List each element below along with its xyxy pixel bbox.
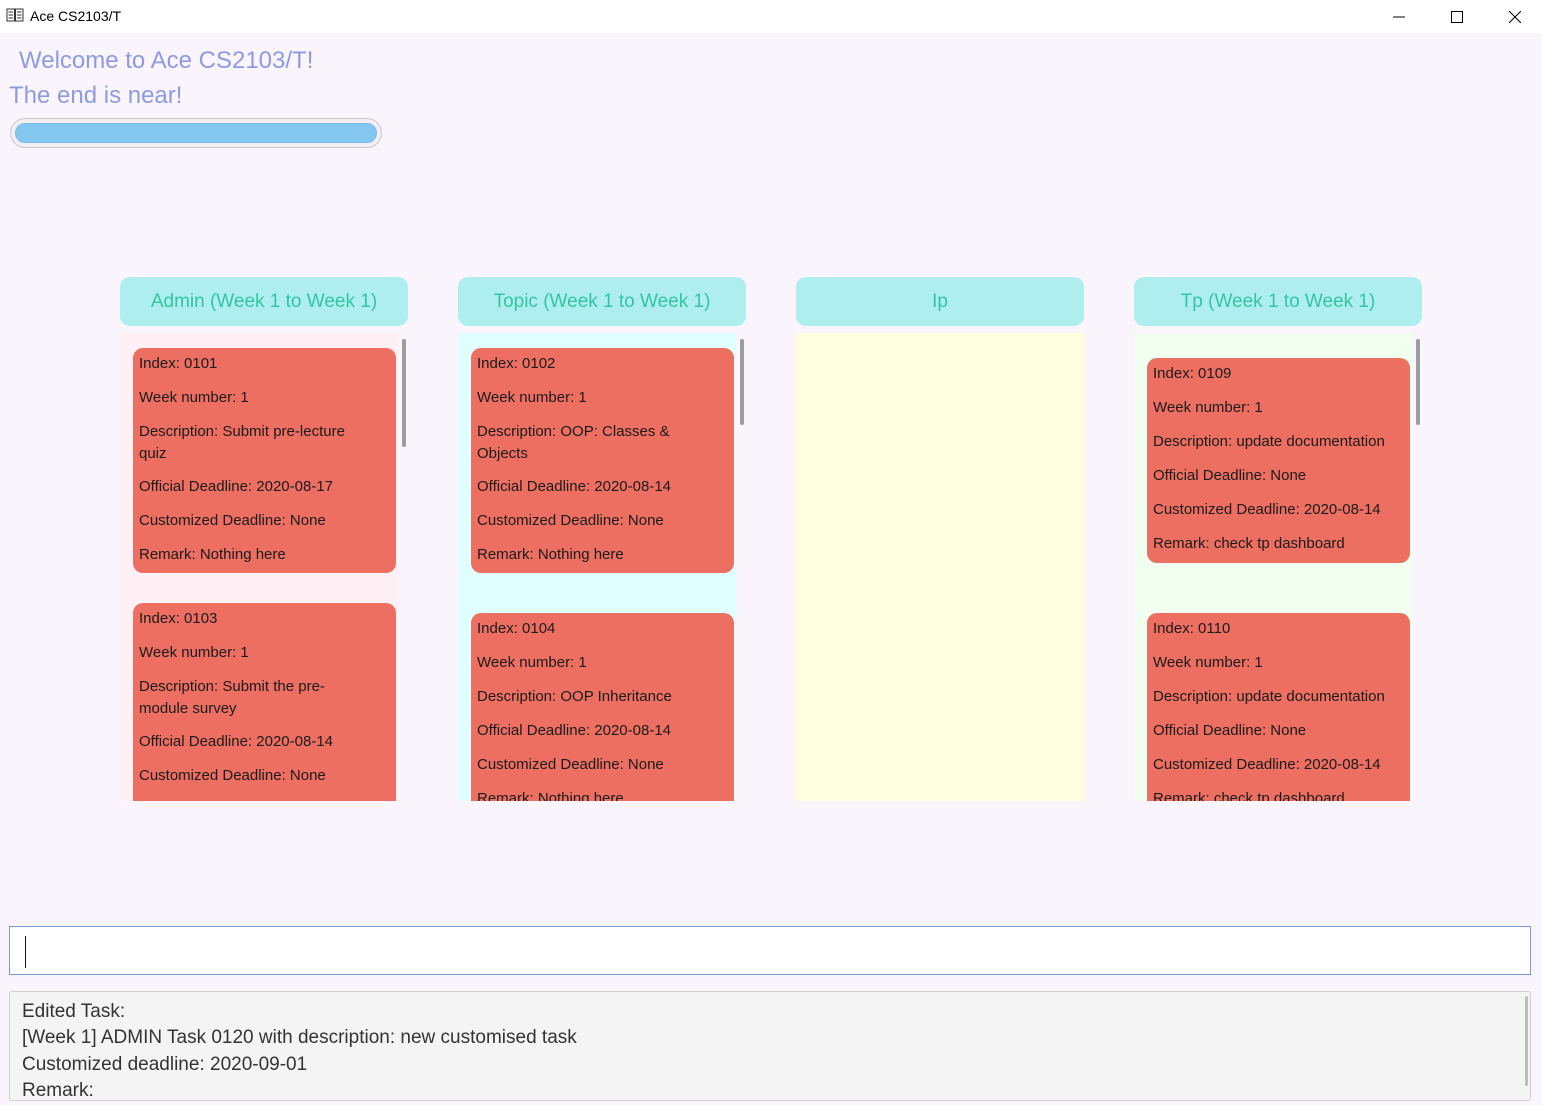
command-box[interactable] bbox=[9, 926, 1531, 975]
task-remark: Remark: Nothing here bbox=[477, 546, 624, 563]
result-line: Edited Task: bbox=[22, 1001, 126, 1022]
result-line: Customized deadline: 2020-09-01 bbox=[22, 1054, 308, 1075]
result-display[interactable]: Edited Task: [Week 1] ADMIN Task 0120 wi… bbox=[9, 991, 1531, 1101]
task-list-tp[interactable]: Index: 0109 Week number: 1 Description: … bbox=[1134, 333, 1412, 801]
maximize-icon bbox=[1451, 10, 1463, 23]
task-customized-deadline: Customized Deadline: None bbox=[477, 512, 664, 529]
task-customized-deadline: Customized Deadline: None bbox=[139, 512, 326, 529]
task-index: Index: 0104 bbox=[477, 620, 556, 637]
minimize-button[interactable] bbox=[1370, 0, 1428, 33]
task-index: Index: 0102 bbox=[477, 355, 556, 372]
result-line: [Week 1] ADMIN Task 0120 with descriptio… bbox=[22, 1027, 577, 1048]
task-description: Description: OOP Inheritance bbox=[477, 688, 672, 705]
task-customized-deadline: Customized Deadline: 2020-08-14 bbox=[1153, 501, 1381, 518]
column-header-ip: Ip bbox=[796, 277, 1084, 326]
task-week: Week number: 1 bbox=[139, 644, 249, 661]
task-customized-deadline: Customized Deadline: None bbox=[477, 756, 664, 773]
task-official-deadline: Official Deadline: 2020-08-14 bbox=[477, 722, 672, 739]
task-card[interactable]: Index: 0110 Week number: 1 Description: … bbox=[1147, 613, 1410, 801]
task-description: Description: Submit the pre-module surve… bbox=[139, 678, 325, 717]
task-official-deadline: Official Deadline: None bbox=[1153, 722, 1307, 739]
task-index: Index: 0109 bbox=[1153, 365, 1232, 382]
task-index: Index: 0101 bbox=[139, 355, 218, 372]
scrollbar-topic[interactable] bbox=[740, 339, 744, 425]
task-card[interactable]: Index: 0101 Week number: 1 Description: … bbox=[133, 348, 396, 573]
task-official-deadline: Official Deadline: 2020-08-17 bbox=[139, 478, 334, 495]
task-list-admin[interactable]: Index: 0101 Week number: 1 Description: … bbox=[120, 333, 398, 801]
task-week: Week number: 1 bbox=[1153, 399, 1263, 416]
column-header-admin: Admin (Week 1 to Week 1) bbox=[120, 277, 408, 326]
window-title: Ace CS2103/T bbox=[30, 8, 122, 24]
result-scrollbar[interactable] bbox=[1525, 996, 1528, 1086]
command-input[interactable] bbox=[10, 927, 1530, 974]
task-list-topic[interactable]: Index: 0102 Week number: 1 Description: … bbox=[458, 333, 736, 801]
task-remark: Remark: Nothing here bbox=[139, 546, 286, 563]
close-button[interactable] bbox=[1486, 0, 1542, 33]
column-header-topic: Topic (Week 1 to Week 1) bbox=[458, 277, 746, 326]
task-index: Index: 0103 bbox=[139, 610, 218, 627]
task-index: Index: 0110 bbox=[1153, 620, 1231, 637]
task-week: Week number: 1 bbox=[1153, 654, 1263, 671]
task-description: Description: Submit pre-lecture quiz bbox=[139, 423, 345, 462]
title-bar: Ace CS2103/T bbox=[0, 0, 1542, 33]
task-week: Week number: 1 bbox=[139, 389, 249, 406]
task-remark: Remark: check tp dashboard bbox=[1153, 790, 1345, 801]
progress-bar bbox=[10, 118, 382, 148]
task-card[interactable]: Index: 0102 Week number: 1 Description: … bbox=[471, 348, 734, 573]
task-customized-deadline: Customized Deadline: None bbox=[139, 767, 326, 784]
close-icon bbox=[1509, 10, 1521, 23]
scrollbar-tp[interactable] bbox=[1416, 339, 1420, 425]
welcome-message: Welcome to Ace CS2103/T! bbox=[19, 47, 314, 74]
task-remark: Remark: Nothing here bbox=[477, 790, 624, 801]
task-official-deadline: Official Deadline: 2020-08-14 bbox=[477, 478, 672, 495]
task-official-deadline: Official Deadline: 2020-08-14 bbox=[139, 733, 334, 750]
minimize-icon bbox=[1393, 16, 1405, 17]
book-icon bbox=[6, 8, 24, 22]
tagline: The end is near! bbox=[9, 82, 183, 109]
task-week: Week number: 1 bbox=[477, 654, 587, 671]
task-week: Week number: 1 bbox=[477, 389, 587, 406]
task-description: Description: OOP: Classes & Objects bbox=[477, 423, 670, 462]
maximize-button[interactable] bbox=[1428, 0, 1486, 33]
progress-fill bbox=[15, 123, 377, 143]
task-list-ip[interactable] bbox=[796, 333, 1084, 801]
task-official-deadline: Official Deadline: None bbox=[1153, 467, 1307, 484]
result-line: Remark: bbox=[22, 1080, 94, 1101]
scrollbar-admin[interactable] bbox=[402, 339, 406, 447]
task-card[interactable]: Index: 0103 Week number: 1 Description: … bbox=[133, 603, 396, 801]
task-card[interactable]: Index: 0109 Week number: 1 Description: … bbox=[1147, 358, 1410, 563]
task-description: Description: update documentation bbox=[1153, 433, 1385, 450]
task-customized-deadline: Customized Deadline: 2020-08-14 bbox=[1153, 756, 1381, 773]
task-remark: Remark: check tp dashboard bbox=[1153, 535, 1345, 552]
text-caret bbox=[25, 936, 26, 968]
task-card[interactable]: Index: 0104 Week number: 1 Description: … bbox=[471, 613, 734, 801]
column-header-tp: Tp (Week 1 to Week 1) bbox=[1134, 277, 1422, 326]
task-description: Description: update documentation bbox=[1153, 688, 1385, 705]
